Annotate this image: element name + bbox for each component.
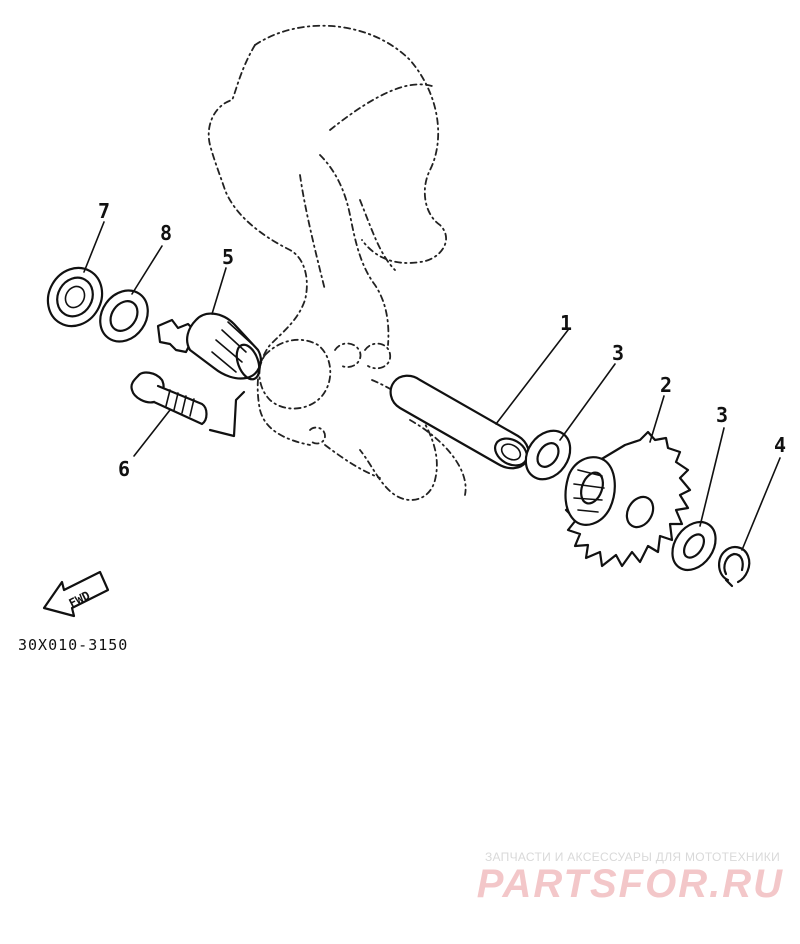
part-6-bolt [130,371,246,438]
callout-8: 8 [160,221,172,245]
watermark-logo: PARTSFOR.RU [476,862,784,906]
part-3-washer-left [524,429,572,481]
callout-4: 4 [774,433,786,457]
callout-2: 2 [660,373,672,397]
callout-3-right: 3 [716,403,728,427]
part-5-gear-shaft [156,312,262,381]
callout-labels: 1 2 3 3 4 5 6 7 8 [98,199,786,481]
part-7-oil-seal [46,266,104,328]
fwd-arrow: FWD [42,570,110,618]
part-3-washer-right [671,520,717,572]
watermark-caption: ЗАПЧАСТИ И АКСЕССУАРЫ ДЛЯ МОТОТЕХНИКИ [484,850,780,864]
callout-1: 1 [560,311,572,335]
callout-3-left: 3 [612,341,624,365]
callout-5: 5 [222,245,234,269]
part-1-shaft [389,374,530,470]
callout-6: 6 [118,457,130,481]
leader-lines [83,221,781,551]
reference-code: 30X010-3150 [18,636,129,654]
part-4-circlip [718,546,751,588]
part-8-washer [99,289,149,343]
callout-7: 7 [98,199,110,223]
part-2-gear [564,430,692,568]
crankcase-outline [207,24,467,501]
